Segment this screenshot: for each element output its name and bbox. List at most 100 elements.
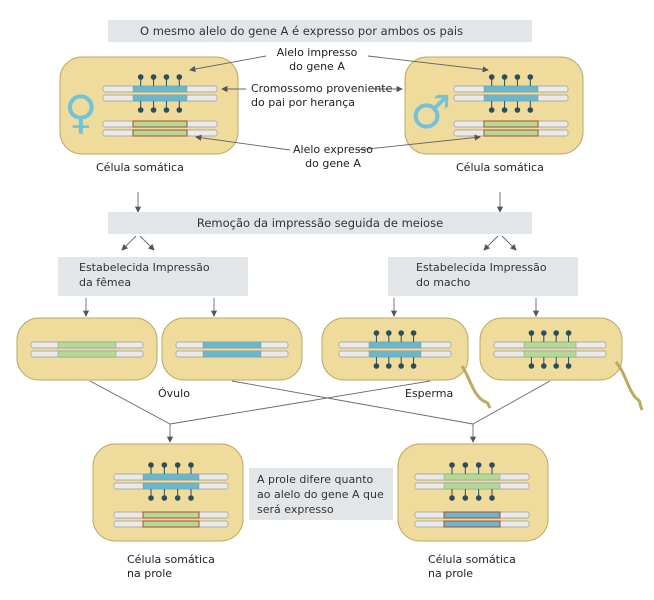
arrow bbox=[367, 55, 489, 73]
methylation-knob-icon bbox=[488, 74, 495, 80]
offspring-note-line3: será expresso bbox=[257, 503, 334, 516]
imprinted-allele-callout: Alelo impresso do gene A bbox=[252, 46, 382, 74]
offspring-left-line2: na prole bbox=[127, 567, 173, 580]
gene-a-allele bbox=[483, 120, 539, 128]
female-imprint-box: Estabelecida Impressão da fêmea bbox=[58, 257, 248, 296]
chromosome-pair bbox=[175, 341, 289, 358]
methylation-knob-icon bbox=[501, 74, 508, 80]
gene-a-allele bbox=[57, 341, 117, 349]
expressed-allele-line1: Alelo expresso bbox=[293, 143, 373, 156]
arrow bbox=[195, 134, 291, 151]
female-box-line1: Estabelecida Impressão bbox=[79, 261, 210, 274]
methylation-knob-icon bbox=[386, 363, 392, 369]
methylation-knob-icon bbox=[163, 107, 170, 113]
chromosome-pair bbox=[102, 74, 218, 113]
gene-a-allele bbox=[202, 350, 262, 358]
offspring-right-line1: Célula somática bbox=[428, 553, 516, 566]
methylation-knob-icon bbox=[565, 330, 572, 336]
imprinted-allele-line1: Alelo impresso bbox=[276, 46, 358, 59]
expressed-allele-line2: do gene A bbox=[305, 157, 361, 170]
sperm-tail-icon bbox=[460, 365, 492, 409]
header-title: O mesmo alelo do gene A é expresso por a… bbox=[140, 24, 464, 38]
gene-a-allele bbox=[142, 511, 200, 519]
methylation-knob-icon bbox=[514, 107, 521, 113]
methylation-knob-icon bbox=[528, 363, 535, 369]
expressed-allele-callout: Alelo expresso do gene A bbox=[268, 143, 398, 171]
gene-a-allele bbox=[483, 85, 539, 93]
gene-a-allele bbox=[483, 94, 539, 102]
methylation-knob-icon bbox=[541, 330, 547, 336]
methylation-knob-icon bbox=[501, 107, 508, 113]
methylation-knob-icon bbox=[161, 495, 168, 501]
methylation-knob-icon bbox=[527, 107, 534, 113]
methylation-knob-icon bbox=[475, 462, 482, 468]
methylation-knob-icon bbox=[541, 363, 547, 369]
methylation-knob-icon bbox=[148, 462, 154, 468]
gene-a-allele bbox=[483, 129, 539, 137]
methylation-knob-icon bbox=[386, 330, 392, 336]
methylation-knob-icon bbox=[449, 495, 455, 501]
methylation-knob-icon bbox=[488, 107, 495, 113]
methylation-knob-icon bbox=[398, 330, 404, 336]
gene-a-allele bbox=[443, 520, 501, 528]
step-banner-text: Remoção da impressão seguida de meiose bbox=[196, 216, 444, 230]
gene-a-allele bbox=[443, 511, 501, 519]
paternal-chromosome-callout: Cromossomo proveniente do pai por heranç… bbox=[251, 82, 392, 110]
methylation-knob-icon bbox=[475, 495, 482, 501]
chromosome-pair bbox=[414, 511, 530, 528]
arrow bbox=[357, 134, 481, 151]
egg-label: Óvulo bbox=[158, 387, 190, 400]
arrow bbox=[139, 235, 155, 251]
connector-line bbox=[89, 380, 171, 425]
male-box-line1: Estabelecida Impressão bbox=[416, 261, 547, 274]
sperm-cell-teal bbox=[321, 317, 469, 381]
offspring-note-box: A prole difere quanto ao alelo do gene A… bbox=[249, 468, 393, 520]
methylation-knob-icon bbox=[137, 74, 144, 80]
connector-line bbox=[472, 380, 551, 425]
gene-a-allele bbox=[142, 473, 200, 481]
methylation-knob-icon bbox=[163, 74, 170, 80]
chromosome-pair bbox=[453, 120, 569, 137]
sperm-label: Esperma bbox=[405, 387, 454, 400]
male-imprint-box: Estabelecida Impressão do macho bbox=[388, 257, 578, 296]
sperm-cell-green bbox=[479, 317, 623, 381]
chromosome-pair bbox=[113, 462, 229, 501]
step-banner: Remoção da impressão seguida de meiose bbox=[108, 212, 532, 234]
male-symbol-icon: ♂ bbox=[410, 85, 451, 139]
gene-a-allele bbox=[443, 473, 501, 481]
arrow bbox=[121, 235, 137, 251]
methylation-knob-icon bbox=[449, 462, 455, 468]
gene-a-allele bbox=[202, 341, 262, 349]
gene-a-allele bbox=[132, 85, 188, 93]
gene-a-allele bbox=[132, 129, 188, 137]
gene-a-allele bbox=[132, 94, 188, 102]
methylation-knob-icon bbox=[553, 330, 559, 336]
chromosome-pair bbox=[453, 74, 569, 113]
methylation-knob-icon bbox=[565, 363, 572, 369]
chromosome-pair bbox=[102, 120, 218, 137]
arrow bbox=[189, 55, 267, 73]
methylation-knob-icon bbox=[373, 330, 380, 336]
gene-a-allele bbox=[142, 520, 200, 528]
methylation-knob-icon bbox=[489, 462, 495, 468]
gene-a-allele bbox=[132, 120, 188, 128]
methylation-knob-icon bbox=[462, 462, 469, 468]
chromosome-pair bbox=[30, 341, 144, 358]
chromosome-pair bbox=[113, 511, 229, 528]
offspring-left-label: Célula somática na prole bbox=[127, 553, 215, 581]
methylation-knob-icon bbox=[188, 495, 194, 501]
egg-cell-green bbox=[16, 317, 158, 381]
methylation-knob-icon bbox=[514, 74, 521, 80]
offspring-right-label: Célula somática na prole bbox=[428, 553, 516, 581]
connector-line bbox=[169, 380, 431, 425]
female-box-line2: da fêmea bbox=[79, 276, 132, 289]
gene-a-allele bbox=[523, 341, 577, 349]
gene-a-allele bbox=[443, 482, 501, 490]
methylation-knob-icon bbox=[410, 363, 417, 369]
methylation-knob-icon bbox=[410, 330, 417, 336]
gene-a-allele bbox=[523, 350, 577, 358]
offspring-left-line1: Célula somática bbox=[127, 553, 215, 566]
gene-a-allele bbox=[142, 482, 200, 490]
somatic-cell-left-label: Célula somática bbox=[96, 161, 184, 174]
